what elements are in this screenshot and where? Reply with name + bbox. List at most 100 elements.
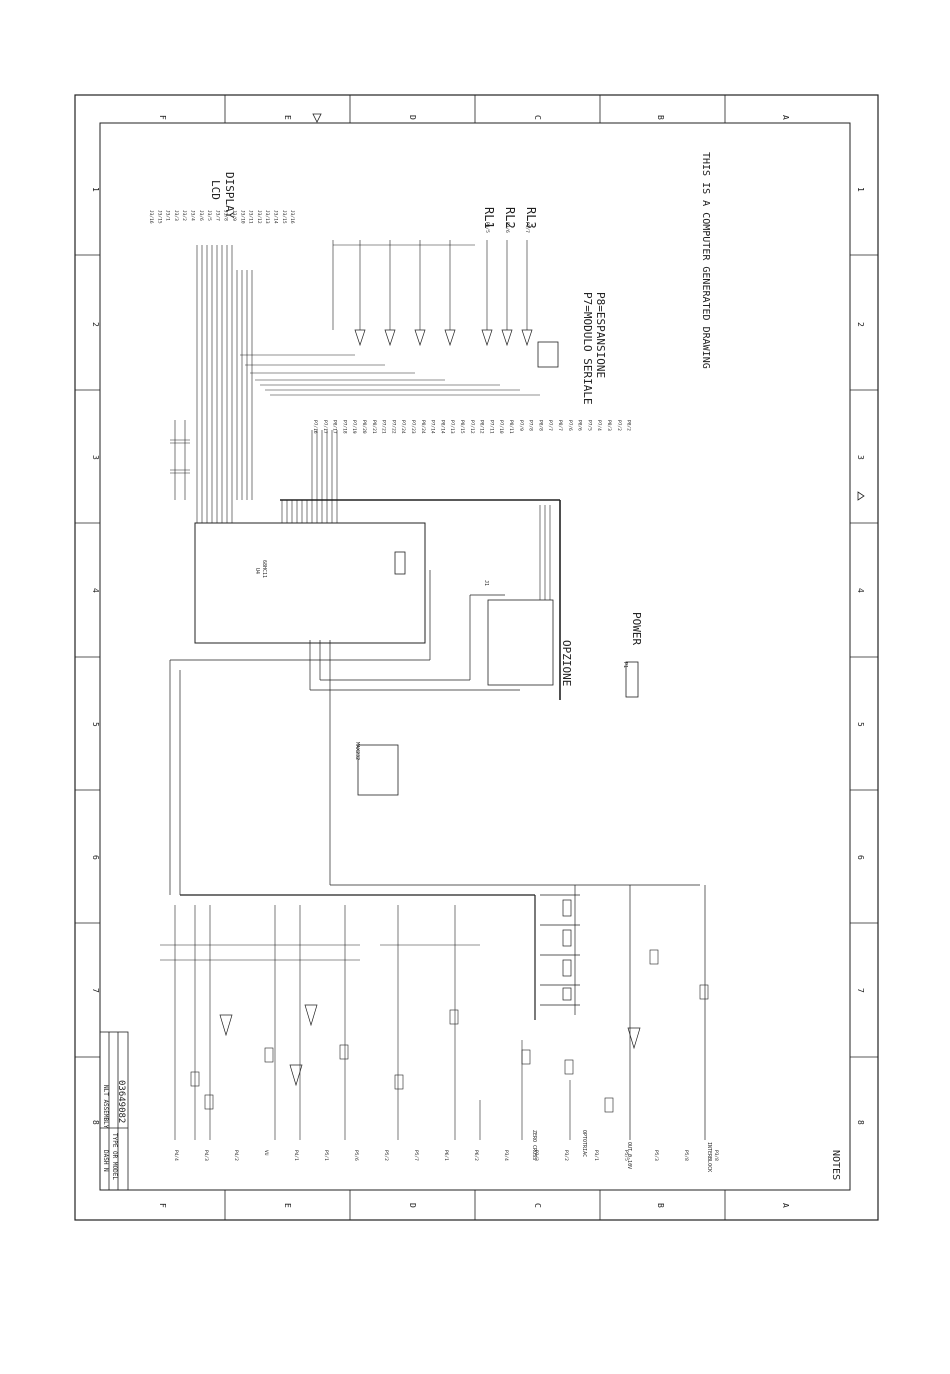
- opzione-label: OPZIONE: [560, 640, 573, 686]
- lcd-pin-0: J3/16: [148, 210, 154, 224]
- revision-triangle-right: [857, 491, 865, 501]
- bottom-connector-1: P4/3: [203, 1150, 209, 1161]
- lcd-label: LCD: [209, 180, 222, 200]
- bottom-connector-18: P3/8: [713, 1150, 719, 1161]
- j1-label: J1: [483, 580, 489, 586]
- connector-pin-26: P7/6: [567, 420, 573, 431]
- lcd-pin-9: J3/8: [223, 210, 229, 221]
- lcd-pin-3: J3/3: [173, 210, 179, 221]
- connector-pin-3: P7/18: [341, 420, 347, 434]
- title-block: [99, 1031, 129, 1191]
- resistor-network: [537, 341, 559, 368]
- connector-pin-21: P7/9: [518, 420, 524, 431]
- analog-components: [160, 944, 709, 1113]
- notes-label: NOTES: [830, 1150, 841, 1180]
- connector-pin-6: P8/21: [371, 420, 377, 434]
- modulo-seriale-label: P7=MODULO SERIALE: [581, 292, 594, 405]
- bottom-connector-3: VU: [263, 1150, 269, 1156]
- lcd-pin-11: J3/10: [239, 210, 245, 224]
- keypad-switches: [540, 894, 580, 1006]
- bottom-connector-4: P4/1: [293, 1150, 299, 1161]
- u4-part-label: 68HC11: [261, 560, 267, 578]
- relay-driver-lines: [240, 240, 540, 396]
- connector-pin-10: P7/23: [410, 420, 416, 434]
- zone-right-4: 4: [856, 588, 865, 593]
- bottom-connector-13: P3/2: [563, 1150, 569, 1161]
- bottom-connector-7: P5/2: [383, 1150, 389, 1161]
- connector-pin-24: P7/7: [547, 420, 553, 431]
- connector-pin-30: P8/3: [606, 420, 612, 431]
- bottom-connector-9: P6/1: [443, 1150, 449, 1161]
- zone-numbers: 1 2 3 4 5 6 7 8 1 2 3 4 5 6 7 8: [91, 187, 865, 1125]
- connector-pin-1: P7/17: [322, 420, 328, 434]
- lcd-pin-1: J3/15: [156, 210, 162, 224]
- zone-top-a: A: [781, 115, 790, 120]
- bottom-connector-12: P3/3: [533, 1150, 539, 1161]
- relay-rl2-label: RL2: [503, 207, 517, 229]
- lcd-pin-8: J3/7: [214, 210, 220, 221]
- bottom-connector-17: P5/8: [683, 1150, 689, 1161]
- zone-bottom-b: B: [656, 1203, 665, 1208]
- connector-pin-15: P8/15: [459, 420, 465, 434]
- caption-out-0-10v: OUT 0-10V: [626, 1142, 632, 1169]
- u1-max232: [357, 744, 399, 796]
- zone-letters: F E D C B A F E D C B A: [158, 115, 790, 1208]
- connector-pin-22: P7/8: [528, 420, 534, 431]
- title-assembly: NLT ASSEMBLY: [102, 1085, 109, 1129]
- zone-bottom-a: A: [781, 1203, 790, 1208]
- connector-pin-32: P8/2: [626, 420, 632, 431]
- connector-pin-0: P7/16: [312, 420, 318, 434]
- port-bus-lines: [280, 430, 561, 700]
- caption-optotriac: OPTOTRIAC: [581, 1130, 587, 1157]
- bottom-connector-5: P5/1: [323, 1150, 329, 1161]
- connector-pin-16: P7/12: [469, 420, 475, 434]
- title-drawing-number: 03649082: [116, 1080, 126, 1123]
- lcd-pin-4: J3/2: [181, 210, 187, 221]
- zone-right-7: 7: [856, 988, 865, 993]
- bottom-connector-16: P5/3: [653, 1150, 659, 1161]
- u4-label: U4: [254, 568, 260, 574]
- title-type-or-model: TYPE OR MODEL: [111, 1133, 118, 1180]
- zone-left-3: 3: [91, 455, 100, 460]
- zone-top-d: D: [408, 115, 417, 120]
- connector-pin-13: P8/14: [439, 420, 445, 434]
- caption-zero-cross: ZERO CROSS: [531, 1130, 537, 1160]
- connector-pin-31: P7/2: [616, 420, 622, 431]
- driver-buffers: [354, 329, 533, 347]
- connector-pin-4: P7/19: [351, 420, 357, 434]
- j1-option-connector: [487, 599, 554, 686]
- bottom-connector-6: P5/6: [353, 1150, 359, 1161]
- connector-pin-23: P8/8: [537, 420, 543, 431]
- u4-microcontroller: [194, 522, 426, 644]
- lcd-pin-5: J3/4: [190, 210, 196, 221]
- zone-bottom-e: E: [283, 1203, 292, 1208]
- connector-pin-9: P7/24: [400, 420, 406, 434]
- bottom-connector-11: P3/4: [503, 1150, 509, 1161]
- lcd-pin-7: J3/5: [206, 210, 212, 221]
- analog-bus-lines: [169, 570, 706, 1140]
- power-label: POWER: [630, 612, 643, 645]
- connector-pin-11: P8/24: [420, 420, 426, 434]
- connector-pin-17: P8/12: [479, 420, 485, 434]
- bottom-connector-14: P3/1: [593, 1150, 599, 1161]
- revision-triangle-top: [312, 113, 322, 123]
- zone-bottom-c: C: [533, 1203, 542, 1208]
- zone-ticks: [75, 95, 878, 1220]
- zone-left-4: 4: [91, 588, 100, 593]
- zone-left-1: 1: [91, 187, 100, 192]
- lcd-pin-6: J3/6: [198, 210, 204, 221]
- lcd-pin-12: J3/11: [248, 210, 254, 224]
- lcd-pin-15: J3/14: [273, 210, 279, 224]
- op-amps: [219, 1004, 641, 1087]
- bottom-connector-2: P4/2: [233, 1150, 239, 1161]
- connector-pin-5: P8/20: [361, 420, 367, 434]
- zone-right-1: 1: [856, 187, 865, 192]
- connector-pin-8: P7/22: [390, 420, 396, 434]
- bottom-connector-10: P6/2: [473, 1150, 479, 1161]
- zone-left-5: 5: [91, 722, 100, 727]
- crystal-oscillator: [394, 551, 406, 575]
